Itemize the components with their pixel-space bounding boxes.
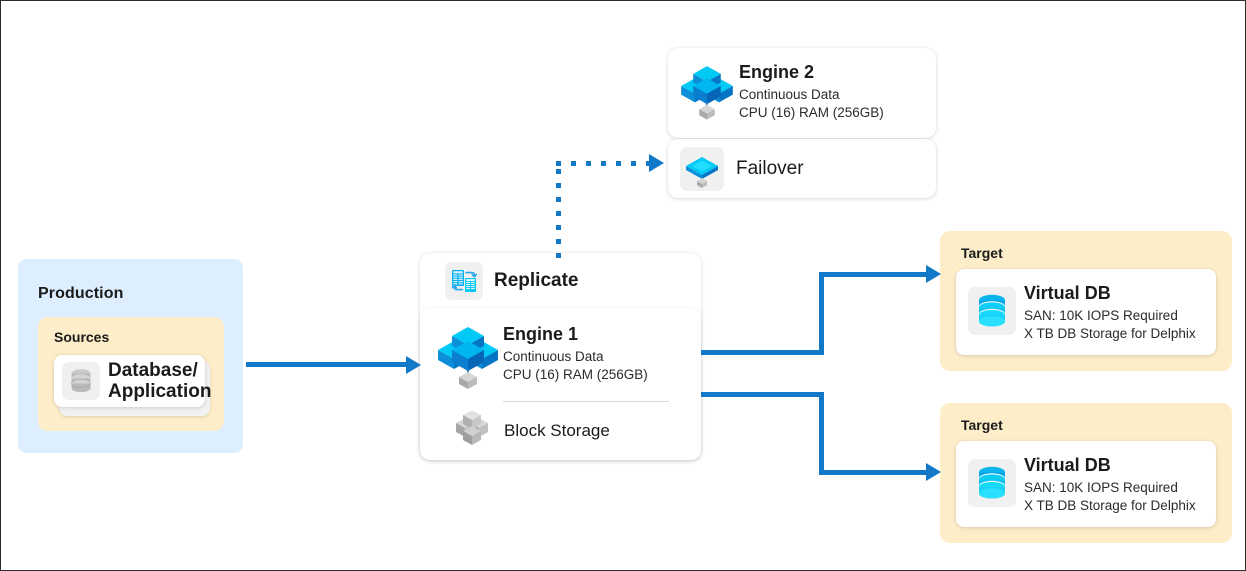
replicate-label: Replicate <box>494 269 579 291</box>
virtual-db-cylinder-cyan-icon-tile-1 <box>968 287 1016 335</box>
virtual-db-line2-2: X TB DB Storage for Delphix <box>1024 498 1196 513</box>
virtual-db-title-2: Virtual DB <box>1024 455 1111 475</box>
virtual-db-title-1: Virtual DB <box>1024 283 1111 303</box>
engine-isometric-cubes-icon <box>681 66 733 120</box>
engine2-line2: CPU (16) RAM (256GB) <box>739 105 884 120</box>
virtual-db-card-2[interactable]: Virtual DB SAN: 10K IOPS Required X TB D… <box>956 441 1216 527</box>
engine2-card[interactable]: Engine 2 Continuous Data CPU (16) RAM (2… <box>668 48 936 138</box>
failover-card[interactable]: Failover <box>668 139 936 198</box>
engine-isometric-cubes-icon <box>438 327 498 389</box>
failover-diamond-platform-icon <box>686 156 718 188</box>
engine2-icon-wrap <box>676 56 738 122</box>
engine1-title: Engine 1 <box>503 324 579 344</box>
failover-label: Failover <box>736 157 804 179</box>
target-2-label: Target <box>961 417 1003 433</box>
sources-panel: Sources <box>38 317 224 431</box>
production-panel: Production Sources <box>18 259 243 453</box>
block-storage-cubes-gray-icon <box>456 410 488 445</box>
source-label-line2: Application <box>108 381 212 402</box>
sources-label: Sources <box>54 329 110 345</box>
block-storage-cubes-gray-icon-wrap <box>452 410 494 453</box>
virtual-db-cylinder-cyan-icon-tile-2 <box>968 459 1016 507</box>
virtual-db-card-1[interactable]: Virtual DB SAN: 10K IOPS Required X TB D… <box>956 269 1216 355</box>
production-label: Production <box>38 285 124 302</box>
virtual-db-cylinder-cyan-icon <box>979 466 1005 499</box>
database-cylinder-gray-icon-tile <box>62 362 100 400</box>
engine-isometric-cubes-icon-wrap <box>432 316 504 391</box>
engine1-card[interactable]: Engine 1 Continuous Data CPU (16) RAM (2… <box>420 308 701 460</box>
failover-diamond-platform-icon-tile <box>680 146 724 191</box>
source-card-database-application[interactable]: Database/ Application <box>54 355 211 407</box>
source-label-line1: Database/ <box>108 360 198 381</box>
engine2-title: Engine 2 <box>739 62 815 82</box>
replicate-row[interactable]: Replicate <box>420 253 701 308</box>
target-1-label: Target <box>961 245 1003 261</box>
replicate-documents-icon <box>451 269 478 292</box>
virtual-db-line1-1: SAN: 10K IOPS Required <box>1024 308 1178 323</box>
engine1-card-divider <box>503 401 669 402</box>
virtual-db-line2-1: X TB DB Storage for Delphix <box>1024 326 1196 341</box>
target-panel-1: Target Virtual DB SAN: 10K IOPS Required <box>940 231 1232 371</box>
engine1-line1: Continuous Data <box>503 349 604 364</box>
database-cylinder-gray-icon <box>71 369 91 393</box>
virtual-db-cylinder-cyan-icon <box>979 294 1005 327</box>
replicate-documents-icon-tile <box>445 261 483 300</box>
virtual-db-line1-2: SAN: 10K IOPS Required <box>1024 480 1178 495</box>
engine1-line2: CPU (16) RAM (256GB) <box>503 367 648 382</box>
block-storage-label: Block Storage <box>504 421 610 440</box>
engine2-line1: Continuous Data <box>739 87 840 102</box>
target-panel-2: Target Virtual DB SAN: 10K IOPS Required <box>940 403 1232 543</box>
